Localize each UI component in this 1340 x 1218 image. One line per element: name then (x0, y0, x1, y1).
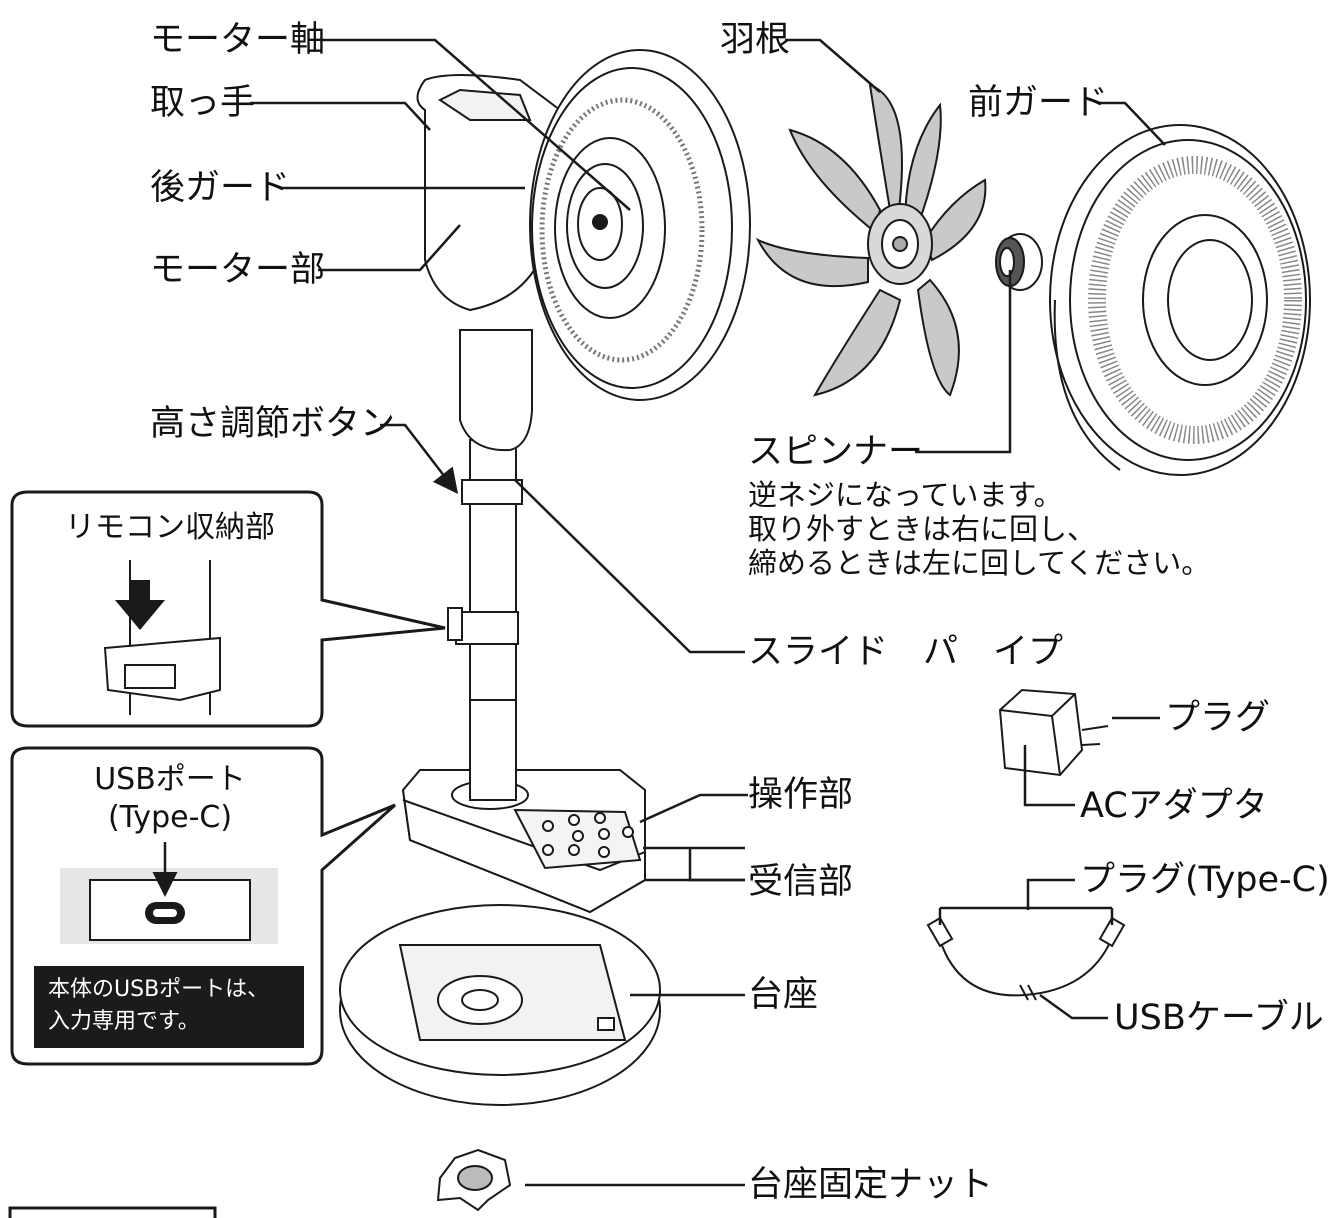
partial-frame (10, 1208, 215, 1218)
usb-callout-title-line-1: USBポート (40, 762, 300, 798)
label-usb-cable: USBケーブル (1114, 998, 1324, 1038)
base-nut-illustration (438, 1150, 510, 1210)
usb-cable-illustration (928, 918, 1124, 1000)
label-plug: プラグ (1165, 698, 1270, 738)
notice-line-1: 本体のUSBポートは、 (48, 974, 290, 1006)
label-control-panel: 操作部 (748, 775, 853, 815)
label-base-nut: 台座固定ナット (748, 1165, 993, 1205)
base-illustration (340, 905, 660, 1105)
label-plug-typec: プラグ(Type-C) (1080, 860, 1330, 900)
label-ac-adapter: ACアダプタ (1080, 786, 1268, 826)
label-spinner: スピンナー (748, 432, 923, 472)
label-handle: 取っ手 (150, 83, 255, 123)
remote-callout-title: リモコン収納部 (40, 510, 300, 546)
usb-callout-title-line-2: (Type-C) (40, 800, 300, 836)
label-rear-guard: 後ガード (150, 168, 290, 208)
label-motor-unit: モーター部 (150, 250, 325, 290)
ac-adapter-illustration (1000, 690, 1108, 775)
blade-illustration (758, 85, 985, 395)
pipe-illustration (448, 440, 522, 800)
label-blade: 羽根 (720, 20, 790, 60)
label-front-guard: 前ガード (968, 83, 1108, 123)
spinner-illustration (996, 234, 1042, 290)
control-unit-illustration (403, 770, 645, 912)
spinner-note-line-3: 締めるときは左に回してください。 (748, 546, 1210, 580)
rear-guard-illustration (530, 50, 750, 400)
usb-input-only-notice: 本体のUSBポートは、 入力専用です。 (34, 966, 304, 1048)
spinner-note-line-2: 取り外すときは右に回し、 (748, 512, 1096, 546)
label-base: 台座 (748, 975, 818, 1015)
spinner-note-line-1: 逆ネジになっています。 (748, 478, 1063, 512)
notice-line-2: 入力専用です。 (48, 1006, 290, 1038)
label-slide-pipe: スライド パ イプ (748, 632, 1063, 672)
label-motor-shaft: モーター軸 (150, 20, 325, 60)
label-receiver: 受信部 (748, 862, 853, 902)
label-height-button: 高さ調節ボタン (150, 404, 395, 444)
front-guard-illustration (1050, 125, 1310, 475)
